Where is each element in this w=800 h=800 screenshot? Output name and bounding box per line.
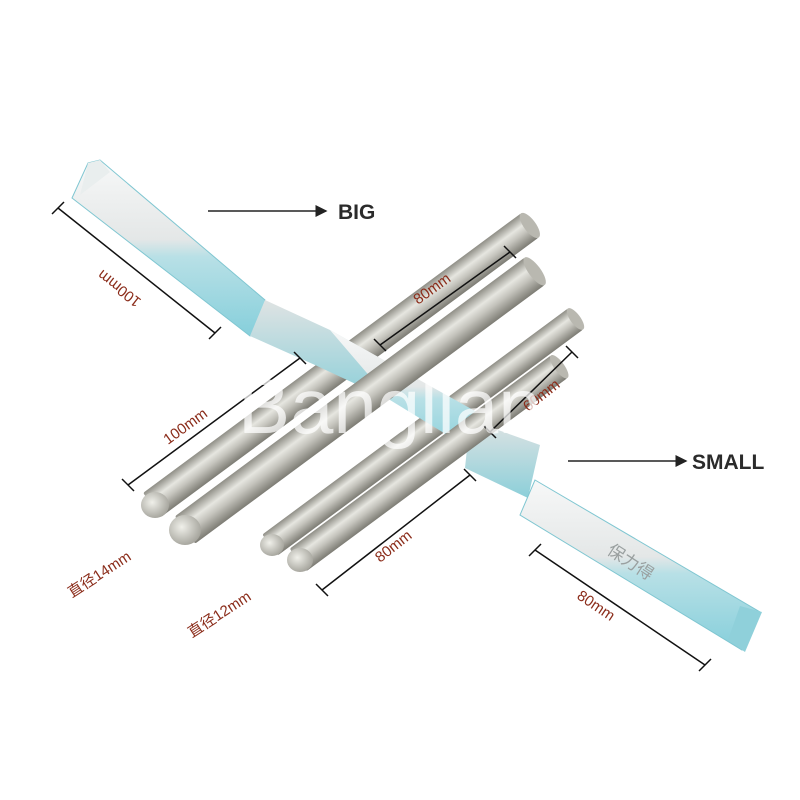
small-rod-front bbox=[290, 355, 569, 571]
big-handle-length-text: 100mm bbox=[95, 266, 145, 310]
small-rod-left-length-text: 80mm bbox=[372, 527, 415, 566]
handle-bar bbox=[71, 159, 762, 652]
big-label: BIG bbox=[338, 201, 375, 224]
small-handle-length-text: 80mm bbox=[574, 587, 618, 624]
small-label: SMALL bbox=[692, 451, 764, 474]
big-rod-front-cap bbox=[169, 515, 201, 545]
watermark-text: Banglian bbox=[238, 362, 542, 450]
big-rod-front bbox=[175, 257, 546, 543]
small-rod-diameter-text: 直径12mm bbox=[185, 588, 254, 641]
big-rod-diameter-text: 直径14mm bbox=[65, 548, 134, 601]
small-rod-back-cap bbox=[260, 534, 284, 556]
small-rod-back bbox=[263, 308, 585, 555]
small-rod-front-cap bbox=[287, 548, 313, 572]
dimension-lines bbox=[51, 201, 712, 672]
big-rod-back-cap bbox=[141, 492, 169, 518]
